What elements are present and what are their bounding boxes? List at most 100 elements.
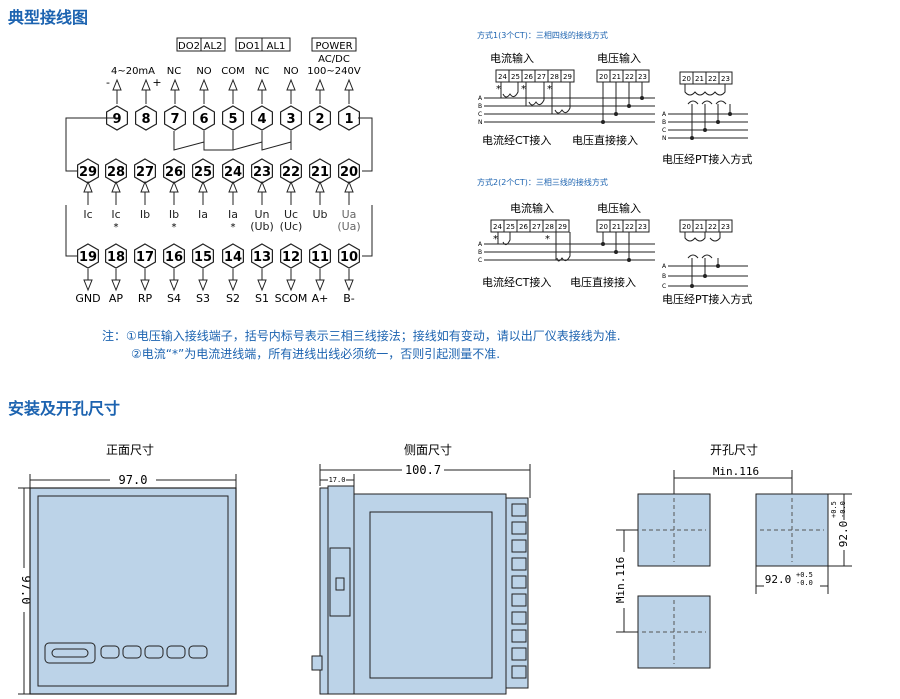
bottom-terminal-10: 10 [338, 243, 360, 269]
mode2-current-term-25: 25 [503, 219, 518, 233]
right-loop-lower [362, 205, 373, 257]
mid-terminal-number: 26 [165, 165, 183, 180]
side-terminal-fin [511, 593, 527, 607]
mode1-voltage-wiring [601, 82, 644, 124]
top-terminal-3: 3 [280, 105, 302, 131]
mode2-current-term-number: 28 [545, 223, 554, 231]
signal-label-nc1: NC [255, 66, 269, 77]
mode2-voltage-term-number: 21 [612, 223, 621, 231]
top-arrow-9 [112, 78, 122, 104]
top-arrow-7 [170, 78, 180, 104]
mid-arrow-20 [344, 180, 354, 205]
mode2-current-term-number: 27 [532, 223, 541, 231]
cutout-view-title: 开孔尺寸 [710, 443, 758, 457]
cutout-view: Min.116 Min.116 92.0 +0.5 -0.0 92.0 +0.5… [614, 464, 852, 669]
mid-label: Ib [140, 208, 150, 221]
svg-text:*: * [521, 84, 526, 95]
mode2-pt-term-number: 20 [682, 223, 691, 231]
mode2-current-term-number: 29 [558, 223, 567, 231]
mid-terminal-23: 23 [251, 158, 273, 184]
mode1-voltage-term-number: 23 [638, 73, 647, 81]
mid-arrow-28 [111, 180, 121, 205]
mode2-pt-phase-labels: ABC [662, 263, 667, 290]
mode1-pt-term-number: 21 [695, 75, 704, 83]
wiring-section-title: 典型接线图 [8, 8, 89, 27]
mid-sublabel: (Ua) [337, 220, 360, 233]
top-arrow-1 [344, 78, 354, 104]
mode2-current-input-label: 电流输入 [510, 201, 554, 215]
phase-label: A [478, 95, 483, 102]
signal-label-nc2: NC [167, 66, 181, 77]
bottom-label: RP [138, 292, 153, 305]
mode1-voltage-term-22: 22 [622, 69, 637, 83]
bottom-label: S2 [226, 292, 240, 305]
bottom-arrow-13 [257, 269, 267, 292]
mode1-pt-term-20: 20 [679, 71, 694, 85]
top-terminal-2: 2 [309, 105, 331, 131]
phase-label: C [478, 111, 482, 118]
note-line-1: 注：①电压输入接线端子，括号内标号表示三相三线接法；接线如有变动，请以出厂仪表接… [102, 328, 621, 343]
side-view-title: 侧面尺寸 [404, 443, 452, 457]
mode1-voltage-term-20: 20 [596, 69, 611, 83]
svg-text:*: * [547, 84, 552, 95]
mode2-voltage-term-number: 23 [638, 223, 647, 231]
cutout-size-h-dim: 92.0 [765, 573, 792, 586]
mode1-ct-coils: * * * [496, 82, 571, 114]
mode1-current-term-26: 26 [521, 69, 536, 83]
mid-terminal-number: 24 [224, 165, 242, 180]
note-line-2: ②电流“*”为电流进线端，所有进线出线必须统一，否则引起测量不准. [131, 347, 500, 361]
mode1-current-term-number: 27 [537, 73, 546, 81]
mode1-ct-label: 电流经CT接入 [482, 133, 551, 147]
mid-terminal-number: 20 [340, 165, 358, 180]
top-arrow-3 [286, 78, 296, 104]
relay-box-power: POWER [315, 41, 352, 52]
mid-label: Ic [83, 208, 92, 221]
bottom-terminal-11: 11 [309, 243, 331, 269]
mode2-voltage-term-23: 23 [635, 219, 650, 233]
top-arrows [112, 78, 354, 104]
mode2-pt-term-23: 23 [718, 219, 733, 233]
mode1-voltage-term-number: 21 [612, 73, 621, 81]
phase-label: C [662, 127, 666, 134]
relay-box-do1: DO1 [238, 41, 260, 52]
mid-label: Uc [284, 208, 298, 221]
bottom-label: A+ [312, 292, 329, 305]
side-terminal-fin [511, 611, 527, 625]
mid-arrow-21 [315, 180, 325, 205]
mode2-voltage-term-number: 20 [599, 223, 608, 231]
svg-text:*: * [493, 234, 498, 245]
top-terminal-number: 6 [199, 112, 208, 127]
front-key-5 [188, 645, 208, 659]
mode1-current-term-number: 24 [498, 73, 507, 81]
phase-label: B [662, 273, 666, 280]
mode2-current-term-number: 24 [493, 223, 502, 231]
mode2-current-term-number: 25 [506, 223, 515, 231]
mid-arrow-22 [286, 180, 296, 205]
mode2-phase-labels: ABC [478, 241, 483, 264]
mid-terminal-26: 26 [163, 158, 185, 184]
bottom-terminal-16: 16 [163, 243, 185, 269]
cutout-v-tol-minus: -0.0 [839, 501, 847, 518]
bottom-arrow-15 [198, 269, 208, 292]
mode2-ct-label: 电流经CT接入 [482, 275, 551, 289]
bottom-arrow-18 [111, 269, 121, 292]
bottom-arrow-12 [286, 269, 296, 292]
mode1-current-term-number: 28 [550, 73, 559, 81]
phase-label: N [662, 135, 667, 142]
mode2-current-term-number: 26 [519, 223, 528, 231]
mid-terminal-number: 27 [136, 165, 154, 180]
cutout-size-v-dim: 92.0 [837, 521, 850, 548]
mode2-pt-term-number: 22 [708, 223, 717, 231]
cutout-min-v-dim: Min.116 [614, 557, 627, 603]
svg-text:*: * [545, 234, 550, 245]
top-terminal-4: 4 [251, 105, 273, 131]
mid-terminal-24: 24 [222, 158, 244, 184]
current-in-star: * [114, 222, 119, 233]
top-terminal-8: 8 [135, 105, 157, 131]
bottom-label: AP [109, 292, 124, 305]
mid-arrow-29 [83, 180, 93, 205]
